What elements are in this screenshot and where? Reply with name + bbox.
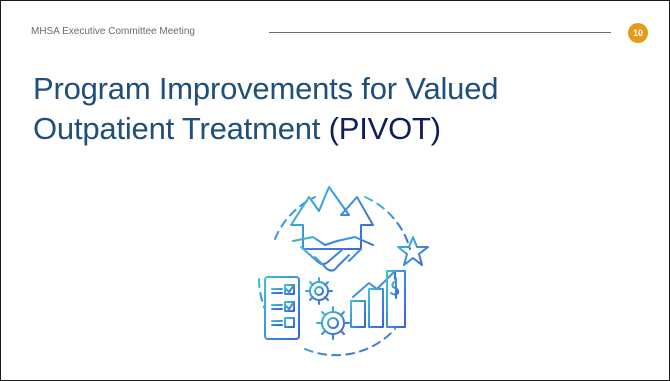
slide-title-main: Program Improvements for Valued Outpatie… [33, 71, 499, 146]
slide-title: Program Improvements for Valued Outpatie… [33, 69, 593, 149]
meeting-title: MHSA Executive Committee Meeting [31, 26, 195, 37]
page-number-badge: 10 [628, 23, 648, 43]
header-divider [269, 32, 611, 33]
program-improvement-icon [258, 186, 429, 357]
slide-title-acronym: (PIVOT) [328, 111, 441, 146]
